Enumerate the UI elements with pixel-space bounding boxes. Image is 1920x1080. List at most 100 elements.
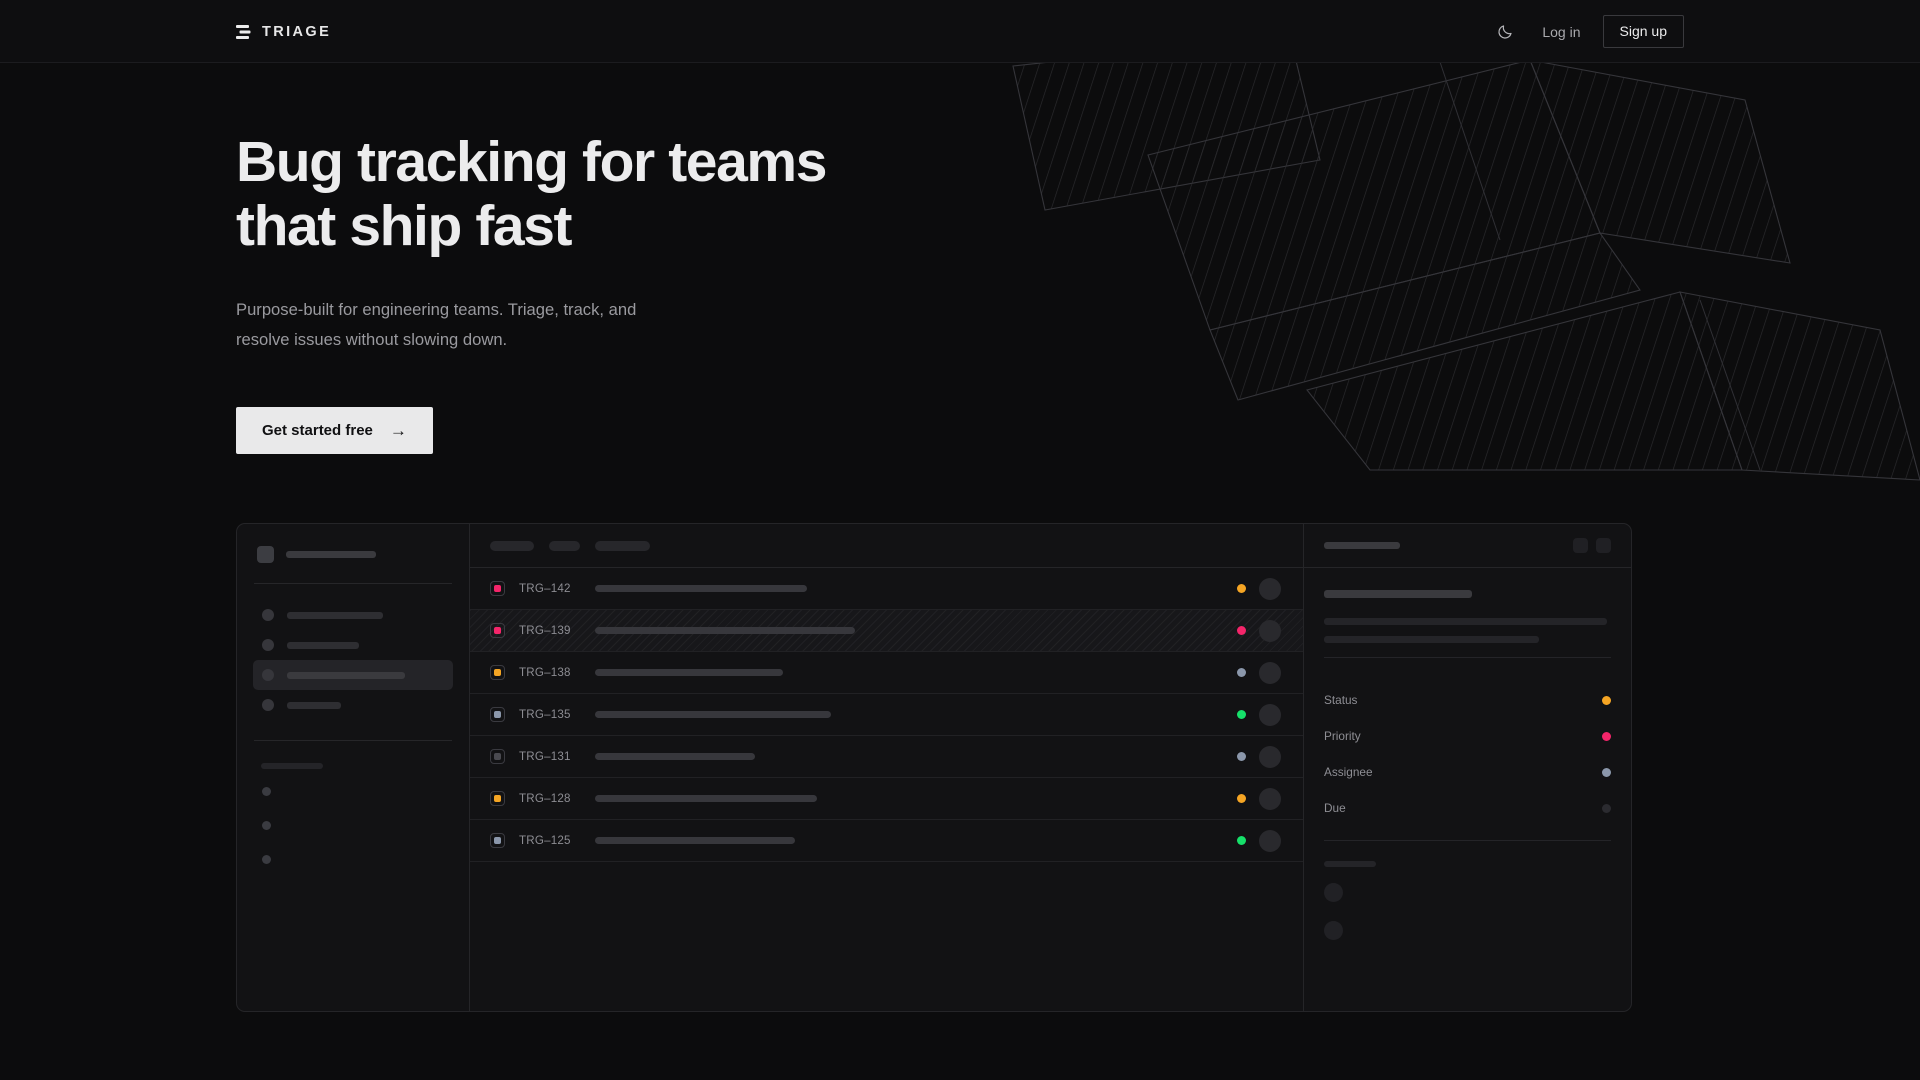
get-started-label: Get started free — [262, 422, 373, 439]
issue-row[interactable]: TRG–135 — [470, 694, 1303, 736]
issue-row[interactable]: TRG–142 — [470, 568, 1303, 610]
top-navigation-bar: TRIAGE Log in Sign up — [0, 0, 1920, 63]
moon-icon — [1498, 25, 1512, 39]
theme-toggle-button[interactable] — [1490, 17, 1520, 47]
issue-title-skeleton — [595, 585, 807, 592]
assignee-avatar[interactable] — [1259, 829, 1281, 852]
assignee-avatar[interactable] — [1259, 661, 1281, 684]
priority-indicator-icon[interactable] — [490, 623, 505, 638]
status-dot-icon — [1237, 584, 1246, 593]
sidebar-divider — [254, 583, 452, 584]
issue-id: TRG–142 — [519, 582, 571, 595]
detail-meta-value-dot-icon — [1602, 731, 1611, 741]
assignee-avatar[interactable] — [1259, 577, 1281, 600]
sidebar-nav-item-3[interactable] — [253, 690, 453, 720]
arrow-right-icon: → — [389, 421, 407, 440]
panel-toggle-icon[interactable] — [1573, 538, 1588, 553]
detail-desc-line-2 — [1324, 636, 1539, 643]
sidebar-project-dot-2[interactable] — [262, 855, 271, 864]
more-options-icon[interactable] — [1596, 538, 1611, 553]
priority-indicator-icon[interactable] — [490, 749, 505, 764]
detail-meta-value-dot-icon — [1602, 695, 1611, 705]
priority-indicator-icon[interactable] — [490, 581, 505, 596]
priority-indicator-icon[interactable] — [490, 791, 505, 806]
issue-row-meta — [1237, 577, 1281, 600]
detail-meta-row[interactable]: Due — [1324, 790, 1611, 826]
detail-panel-header — [1304, 524, 1631, 568]
list-toolbar — [470, 524, 1303, 568]
issue-row-meta — [1237, 619, 1281, 642]
issue-id: TRG–135 — [519, 708, 571, 721]
priority-indicator-icon[interactable] — [490, 665, 505, 680]
detail-activity-section — [1324, 841, 1611, 940]
issue-title-skeleton — [595, 795, 817, 802]
issue-row-meta — [1237, 787, 1281, 810]
sidebar-nav-item-2[interactable] — [253, 660, 453, 690]
issue-id: TRG–139 — [519, 624, 571, 637]
issue-row-meta — [1237, 703, 1281, 726]
issue-id: TRG–138 — [519, 666, 571, 679]
sidebar-project-dot-0[interactable] — [262, 787, 271, 796]
assignee-avatar[interactable] — [1259, 745, 1281, 768]
toolbar-chip-1[interactable] — [549, 540, 580, 551]
detail-meta-label: Assignee — [1324, 765, 1373, 779]
assignee-avatar[interactable] — [1259, 619, 1281, 642]
detail-desc-line-1 — [1324, 618, 1607, 625]
sidebar-project-dot-1[interactable] — [262, 821, 271, 830]
issue-row[interactable]: TRG–131 — [470, 736, 1303, 778]
issue-title-skeleton — [595, 627, 855, 634]
detail-meta-value-dot-icon — [1602, 767, 1611, 777]
nav-dot-icon — [262, 609, 274, 621]
issue-row-meta — [1237, 661, 1281, 684]
status-dot-icon — [1237, 710, 1246, 719]
issue-id: TRG–125 — [519, 834, 571, 847]
issue-row[interactable]: TRG–125 — [470, 820, 1303, 862]
issue-row[interactable]: TRG–138 — [470, 652, 1303, 694]
detail-meta-label: Due — [1324, 801, 1346, 815]
issue-title-skeleton — [595, 837, 795, 844]
sidebar-nav-list — [253, 600, 453, 720]
detail-meta-row[interactable]: Assignee — [1324, 754, 1611, 790]
activity-avatar-1 — [1324, 883, 1343, 902]
priority-indicator-icon[interactable] — [490, 833, 505, 848]
brand-logo[interactable]: TRIAGE — [236, 0, 331, 63]
assignee-avatar[interactable] — [1259, 703, 1281, 726]
detail-meta-value-dot-icon — [1602, 803, 1611, 813]
workspace-switcher[interactable] — [253, 542, 453, 563]
sidebar-divider-lower — [254, 740, 452, 741]
workspace-name-skeleton — [286, 551, 376, 558]
issue-id: TRG–128 — [519, 792, 571, 805]
issue-row[interactable]: TRG–139 — [470, 610, 1303, 652]
toolbar-chip-2[interactable] — [595, 540, 650, 551]
sidebar-nav-item-1[interactable] — [253, 630, 453, 660]
hero-subtitle: Purpose-built for engineering teams. Tri… — [236, 300, 637, 349]
hero-section: Bug tracking for teams that ship fast Pu… — [236, 63, 827, 454]
get-started-button[interactable]: Get started free → — [236, 407, 433, 454]
issue-row-meta — [1237, 829, 1281, 852]
sidebar-nav-label-skeleton — [287, 671, 405, 679]
signup-button[interactable]: Sign up — [1602, 15, 1684, 48]
status-dot-icon — [1237, 626, 1246, 635]
sidebar-nav-item-0[interactable] — [253, 600, 453, 630]
sidebar-nav-label-skeleton — [287, 611, 383, 619]
detail-meta-row[interactable]: Priority — [1324, 718, 1611, 754]
issue-row[interactable]: TRG–128 — [470, 778, 1303, 820]
toolbar-chip-0[interactable] — [490, 540, 534, 551]
issue-title-skeleton — [595, 753, 755, 760]
detail-divider-top — [1324, 657, 1611, 658]
sidebar-nav-label-skeleton — [287, 701, 341, 709]
status-dot-icon — [1237, 752, 1246, 761]
status-dot-icon — [1237, 668, 1246, 677]
sidebar-project-dots — [253, 787, 453, 864]
brand-name: TRIAGE — [262, 23, 332, 40]
activity-label-skeleton — [1324, 861, 1376, 867]
detail-header-buttons — [1573, 538, 1611, 553]
login-button[interactable]: Log in — [1542, 23, 1581, 40]
assignee-avatar[interactable] — [1259, 787, 1281, 810]
workspace-avatar — [257, 546, 274, 563]
mockup-sidebar — [237, 524, 470, 1011]
detail-meta-row[interactable]: Status — [1324, 682, 1611, 718]
issue-title-skeleton — [595, 669, 783, 676]
priority-indicator-icon[interactable] — [490, 707, 505, 722]
